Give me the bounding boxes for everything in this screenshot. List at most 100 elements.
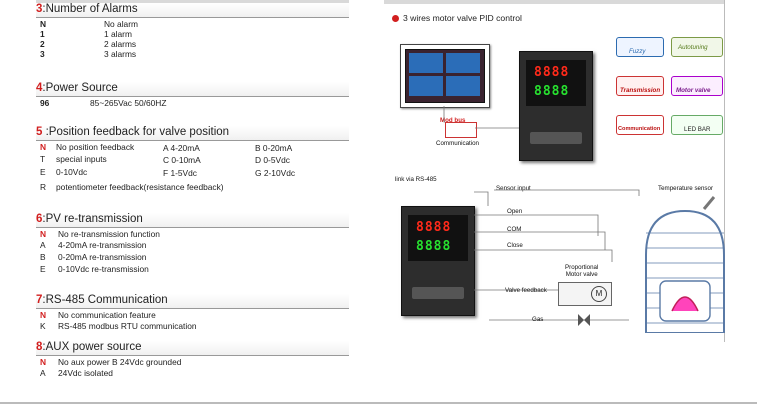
alarm-desc-3: 3 alarms <box>104 49 137 59</box>
badge-fuzzy-label: Fuzzy <box>629 48 646 55</box>
controller-top-pv: 8888 <box>534 65 570 80</box>
wiring-diagram <box>443 106 640 321</box>
alarm-desc-2: 2 alarms <box>104 39 137 49</box>
close-label: Close <box>507 242 523 249</box>
wire-com <box>474 231 606 250</box>
rs485-text-n: No communication feature <box>58 310 156 320</box>
wire-open <box>474 214 599 236</box>
temperature-sensor-label: Temperature sensor <box>658 185 714 192</box>
aux-code-n: N <box>40 357 47 367</box>
power-section: 4:Power Source 96 85~265Vac 50/60HZ <box>36 82 349 108</box>
controller-top: 8888 8888 <box>519 51 593 161</box>
controller-bottom-display: 8888 8888 <box>408 215 468 261</box>
bottom-rule <box>0 402 757 404</box>
controller-top-display: 8888 8888 <box>526 60 586 106</box>
pv-section: 6:PV re-transmission N No re-transmissio… <box>36 213 349 274</box>
rs485-section: 7:RS-485 Communication N No communicatio… <box>36 294 349 331</box>
aux-header: 8:AUX power source <box>36 341 349 356</box>
position-opt-d: D 0-5Vdc <box>255 155 290 165</box>
alarm-desc-1: 1 alarm <box>104 29 132 39</box>
rs485-text-k: RS-485 modbus RTU communication <box>58 321 197 331</box>
position-code-n: N <box>40 142 47 152</box>
controller-bottom-pv: 8888 <box>416 220 452 235</box>
position-text-r: potentiometer feedback(resistance feedba… <box>56 182 224 192</box>
valve-feedback-label: Valve feedback <box>505 287 547 294</box>
alarm-code-1: 1 <box>40 29 45 39</box>
aux-number: 8 <box>36 341 43 353</box>
pv-code-e: E <box>40 264 46 274</box>
power-header: 4:Power Source <box>36 82 349 97</box>
aux-text-n: No aux power B 24Vdc grounded <box>58 357 182 367</box>
alarms-header: 3:Number of Alarms <box>36 3 349 18</box>
controller-top-sv: 8888 <box>534 84 570 99</box>
badge-transmission: Transmission <box>616 76 664 96</box>
wire-sensor-input <box>494 189 640 196</box>
controller-bottom-keys <box>412 287 464 299</box>
aux-code-a: A <box>40 368 46 378</box>
badge-fuzzy: Fuzzy <box>616 37 664 57</box>
position-text-t: special inputs <box>56 154 107 164</box>
rs485-code-k: K <box>40 321 46 331</box>
temperature-sensor-icon <box>702 196 716 210</box>
flame-icon <box>671 296 699 312</box>
gas-valve-icon <box>578 314 590 326</box>
position-section: 5 :Position feedback for valve position … <box>36 126 349 192</box>
position-opt-g: G 2-10Vdc <box>255 168 296 178</box>
screen-panel-1 <box>409 53 443 73</box>
alarm-code-2: 2 <box>40 39 45 49</box>
pv-text-a: 4-20mA re-transmission <box>58 240 147 250</box>
aux-title: :AUX power source <box>42 341 142 353</box>
proportional-label: Proportional Motor valve <box>565 264 599 278</box>
position-opt-c: C 0-10mA <box>163 155 201 165</box>
badge-transmission-label: Transmission <box>620 87 661 94</box>
pv-code-n: N <box>40 229 47 239</box>
heading-text: 3 wires motor valve PID control <box>403 13 522 23</box>
screen-panel-2 <box>446 53 480 73</box>
monitor-screen <box>405 49 485 103</box>
alarms-title: :Number of Alarms <box>42 3 138 15</box>
badge-motor-valve-label: Motor valve <box>676 87 711 94</box>
rs485-code-n: N <box>40 310 47 320</box>
furnace-illustration <box>645 196 725 333</box>
controller-top-keys <box>530 132 582 144</box>
sensor-input-label: Sensor input <box>496 185 531 192</box>
power-desc: 85~265Vac 50/60HZ <box>90 98 167 108</box>
position-opt-b: B 0-20mA <box>255 143 293 153</box>
alarm-code-n: N <box>40 19 47 29</box>
rs485-header: 7:RS-485 Communication <box>36 294 349 309</box>
open-label: Open <box>507 208 523 215</box>
position-title: :Position feedback for valve position <box>42 126 230 138</box>
pv-number: 6 <box>36 213 43 225</box>
badge-communication: Communication <box>616 115 664 135</box>
badge-motor-valve: Motor valve <box>671 76 723 96</box>
position-number: 5 <box>36 126 43 138</box>
position-opt-a: A 4-20mA <box>163 143 200 153</box>
position-text-n: No position feedback <box>56 142 135 152</box>
badge-communication-label: Communication <box>618 126 661 132</box>
position-code-e: E <box>40 167 46 177</box>
rs485-title: :RS-485 Communication <box>42 294 168 306</box>
position-opt-f: F 1-5Vdc <box>163 168 197 178</box>
position-text-e: 0-10Vdc <box>56 167 88 177</box>
badge-led-bar: LED BAR <box>671 115 723 135</box>
wire-rs485 <box>474 191 489 206</box>
position-header: 5 :Position feedback for valve position <box>36 126 349 141</box>
pv-text-b: 0-20mA re-transmission <box>58 252 147 262</box>
position-code-r: R <box>40 182 47 192</box>
modbus-communication-label: Communication <box>436 140 479 147</box>
alarms-section: 3:Number of Alarms N No alarm 1 1 alarm … <box>36 3 349 59</box>
wire-close <box>474 249 613 262</box>
power-number: 4 <box>36 82 43 94</box>
modbus-box <box>445 122 477 138</box>
screen-panel-3 <box>409 76 443 96</box>
pv-header: 6:PV re-transmission <box>36 213 349 228</box>
alarm-code-3: 3 <box>40 49 45 59</box>
power-title: :Power Source <box>42 82 118 94</box>
screen-panel-4 <box>446 76 480 96</box>
alarms-number: 3 <box>36 3 43 15</box>
top-bar-left <box>36 0 349 4</box>
aux-section: 8:AUX power source N No aux power B 24Vd… <box>36 341 349 378</box>
badge-autotuning-label: Autotuning <box>678 44 708 51</box>
aux-text-a: 24Vdc isolated <box>58 368 113 378</box>
motor-valve-icon: M <box>591 286 607 302</box>
